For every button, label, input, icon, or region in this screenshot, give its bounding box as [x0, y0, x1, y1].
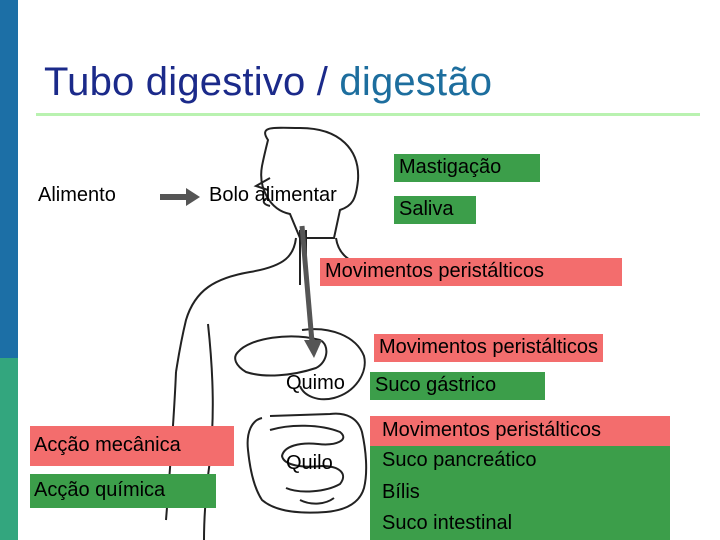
bolus-label: Bolo alimentar — [209, 184, 337, 206]
head-outline — [260, 126, 360, 239]
large-intestine — [246, 412, 368, 514]
stomach — [299, 328, 366, 401]
title-main: Tubo digestivo / — [44, 60, 340, 104]
title-underline — [36, 113, 700, 116]
peristalsis-stomach-badge: Movimentos peristálticos — [374, 334, 603, 362]
pancreatic-juice-label: Suco pancreático — [382, 449, 537, 471]
peristalsis-esophagus-badge: Movimentos peristálticos — [320, 258, 622, 286]
saliva-badge: Saliva — [394, 196, 476, 224]
chewing-badge: Mastigação — [394, 154, 540, 182]
intestinal-juice-label: Suco intestinal — [382, 512, 513, 534]
peristalsis-intestine-highlight — [370, 416, 670, 446]
chyme-label: Quimo — [286, 372, 345, 394]
food-label: Alimento — [38, 184, 116, 206]
arrowhead-down-icon — [304, 340, 322, 358]
gastric-juice-badge: Suco gástrico — [370, 372, 545, 400]
chyle-label: Quilo — [286, 452, 333, 474]
legend-mechanical-action: Acção mecânica — [30, 426, 234, 466]
arrow-down-esophagus — [299, 225, 315, 343]
face-detail — [253, 177, 271, 207]
neck-shoulder-left — [175, 237, 297, 373]
liver — [234, 335, 328, 377]
arrow-alimento-to-bolo-icon — [160, 188, 200, 206]
flow-arrows — [160, 188, 322, 358]
intestine-processes-group: Movimentos peristálticos Suco pancreátic… — [370, 416, 670, 540]
bile-label: Bílis — [382, 481, 420, 503]
small-intestine — [269, 424, 345, 505]
slide-title: Tubo digestivo / digestão — [44, 60, 492, 105]
legend-chemical-action: Acção química — [30, 474, 216, 508]
title-accent: digestão — [339, 60, 493, 104]
peristalsis-intestine-label: Movimentos peristálticos — [382, 419, 601, 441]
side-accent-bar-blue — [0, 0, 18, 358]
side-accent-bar-green — [0, 358, 18, 540]
